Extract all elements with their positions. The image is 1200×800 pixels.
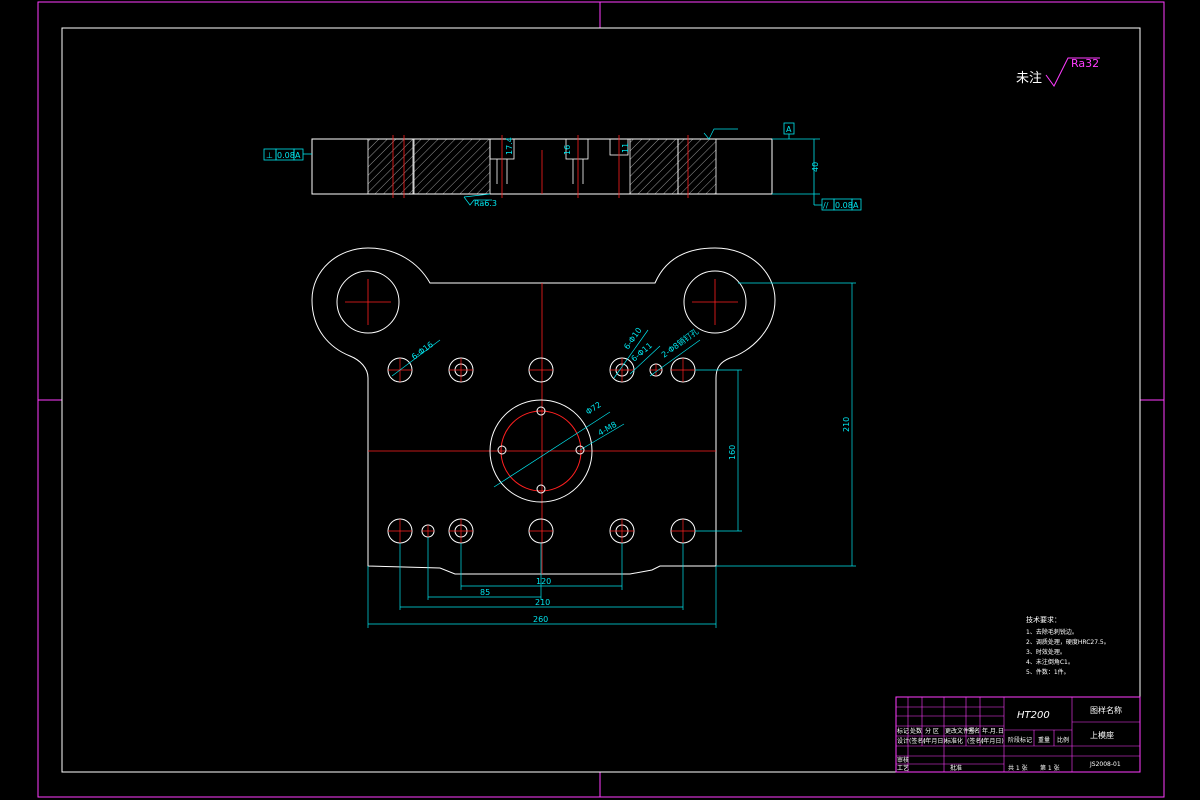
surface-finish-value: Ra32: [1071, 57, 1099, 70]
svg-text:A: A: [786, 125, 792, 134]
drawing-border: [61, 27, 1141, 773]
svg-text:Ra6.3: Ra6.3: [474, 199, 497, 208]
center-bore-inner: [500, 410, 582, 492]
section-hatch: [367, 138, 717, 195]
name-label: 图样名称: [1090, 705, 1122, 715]
svg-text:签名: 签名: [968, 727, 980, 735]
plan-view: Φ72 4-M8: [311, 247, 856, 628]
dim-160: 160: [728, 445, 737, 460]
sheet-frame: [37, 1, 1165, 798]
notes-title: 技术要求：: [1026, 615, 1061, 624]
dim-260: 260: [533, 615, 548, 624]
svg-text:重量: 重量: [1038, 736, 1050, 744]
tolerance-frame-left: ⊥ 0.08 A: [263, 148, 312, 161]
vertical-dimensions: [695, 282, 856, 567]
svg-text:A: A: [853, 201, 859, 210]
bolt-label: 4-M8: [597, 420, 619, 438]
svg-text:阶段标记: 阶段标记: [1008, 736, 1032, 744]
side-dim-1: 17.4: [505, 137, 514, 155]
bottom-finish-mark: Ra6.3: [463, 193, 497, 208]
svg-text:(签名): (签名): [967, 737, 984, 745]
dim-210-v: 210: [842, 417, 851, 432]
svg-text:工艺: 工艺: [897, 764, 909, 772]
svg-text://: //: [823, 201, 829, 210]
svg-text:设计: 设计: [897, 737, 909, 745]
bore-label: Φ72: [584, 400, 603, 417]
title-block: HT200 图样名称 上模座 JS2008-01 标记 处数 分 区 更改文件号…: [895, 696, 1141, 773]
side-dim-2: 16: [563, 145, 572, 155]
note-3: 3、时效处理。: [1026, 648, 1066, 656]
svg-text:⊥: ⊥: [266, 151, 273, 160]
part-name: 上模座: [1090, 730, 1114, 740]
side-view: 17.4 16 11 40 A ⊥ 0.08 A // 0: [263, 122, 862, 211]
svg-text:0.08: 0.08: [835, 201, 853, 210]
svg-text:批准: 批准: [950, 764, 962, 772]
svg-text:A: A: [295, 151, 301, 160]
technical-notes: 技术要求： 1、去除毛刺锐边。 2、调质处理，硬度HRC27.5。 3、时效处理…: [1026, 615, 1110, 676]
svg-text:共 1 张: 共 1 张: [1008, 764, 1028, 772]
svg-text:分 区: 分 区: [925, 727, 939, 735]
svg-text:年.月.日: 年.月.日: [982, 727, 1004, 735]
svg-text:标准化: 标准化: [945, 737, 963, 745]
svg-text:更改文件号: 更改文件号: [945, 727, 975, 735]
side-height-dim: 40: [811, 162, 820, 172]
svg-text:处数: 处数: [910, 727, 922, 735]
note-4: 4、未注倒角C1。: [1026, 658, 1074, 666]
side-dim-3: 11: [621, 143, 630, 153]
note-1: 1、去除毛刺锐边。: [1026, 628, 1078, 636]
svg-text:审核: 审核: [897, 756, 909, 764]
svg-text:0.08: 0.08: [277, 151, 295, 160]
finish-symbol-icon: [1045, 57, 1100, 87]
center-bore-outer: [489, 399, 593, 503]
svg-text:比例: 比例: [1057, 736, 1069, 744]
dim-120: 120: [536, 577, 551, 586]
dim-210-h: 210: [535, 598, 550, 607]
svg-text:第 1 张: 第 1 张: [1040, 764, 1060, 772]
surface-finish-note: 未注 Ra32: [1016, 57, 1100, 87]
hole-label-left: 6-Φ16: [410, 340, 435, 362]
material: HT200: [1017, 710, 1050, 721]
plate-outline: [311, 247, 776, 575]
svg-text:(签名): (签名): [909, 737, 926, 745]
note-5: 5、件数：1件。: [1026, 668, 1070, 676]
svg-text:(年月日): (年月日): [981, 737, 1004, 745]
surface-finish-label: 未注: [1016, 71, 1042, 86]
ear-hole-left: [336, 270, 400, 334]
ear-hole-right: [683, 270, 747, 334]
horizontal-dimensions: [367, 537, 717, 628]
drawing-number: JS2008-01: [1089, 761, 1121, 768]
datum-a-marker: A: [783, 122, 795, 139]
tolerance-frame-right: // 0.08 A: [813, 194, 862, 211]
svg-text:标记: 标记: [897, 727, 909, 735]
dim-85: 85: [480, 588, 490, 597]
svg-text:(年月日): (年月日): [923, 737, 946, 745]
note-2: 2、调质处理，硬度HRC27.5。: [1026, 638, 1110, 646]
